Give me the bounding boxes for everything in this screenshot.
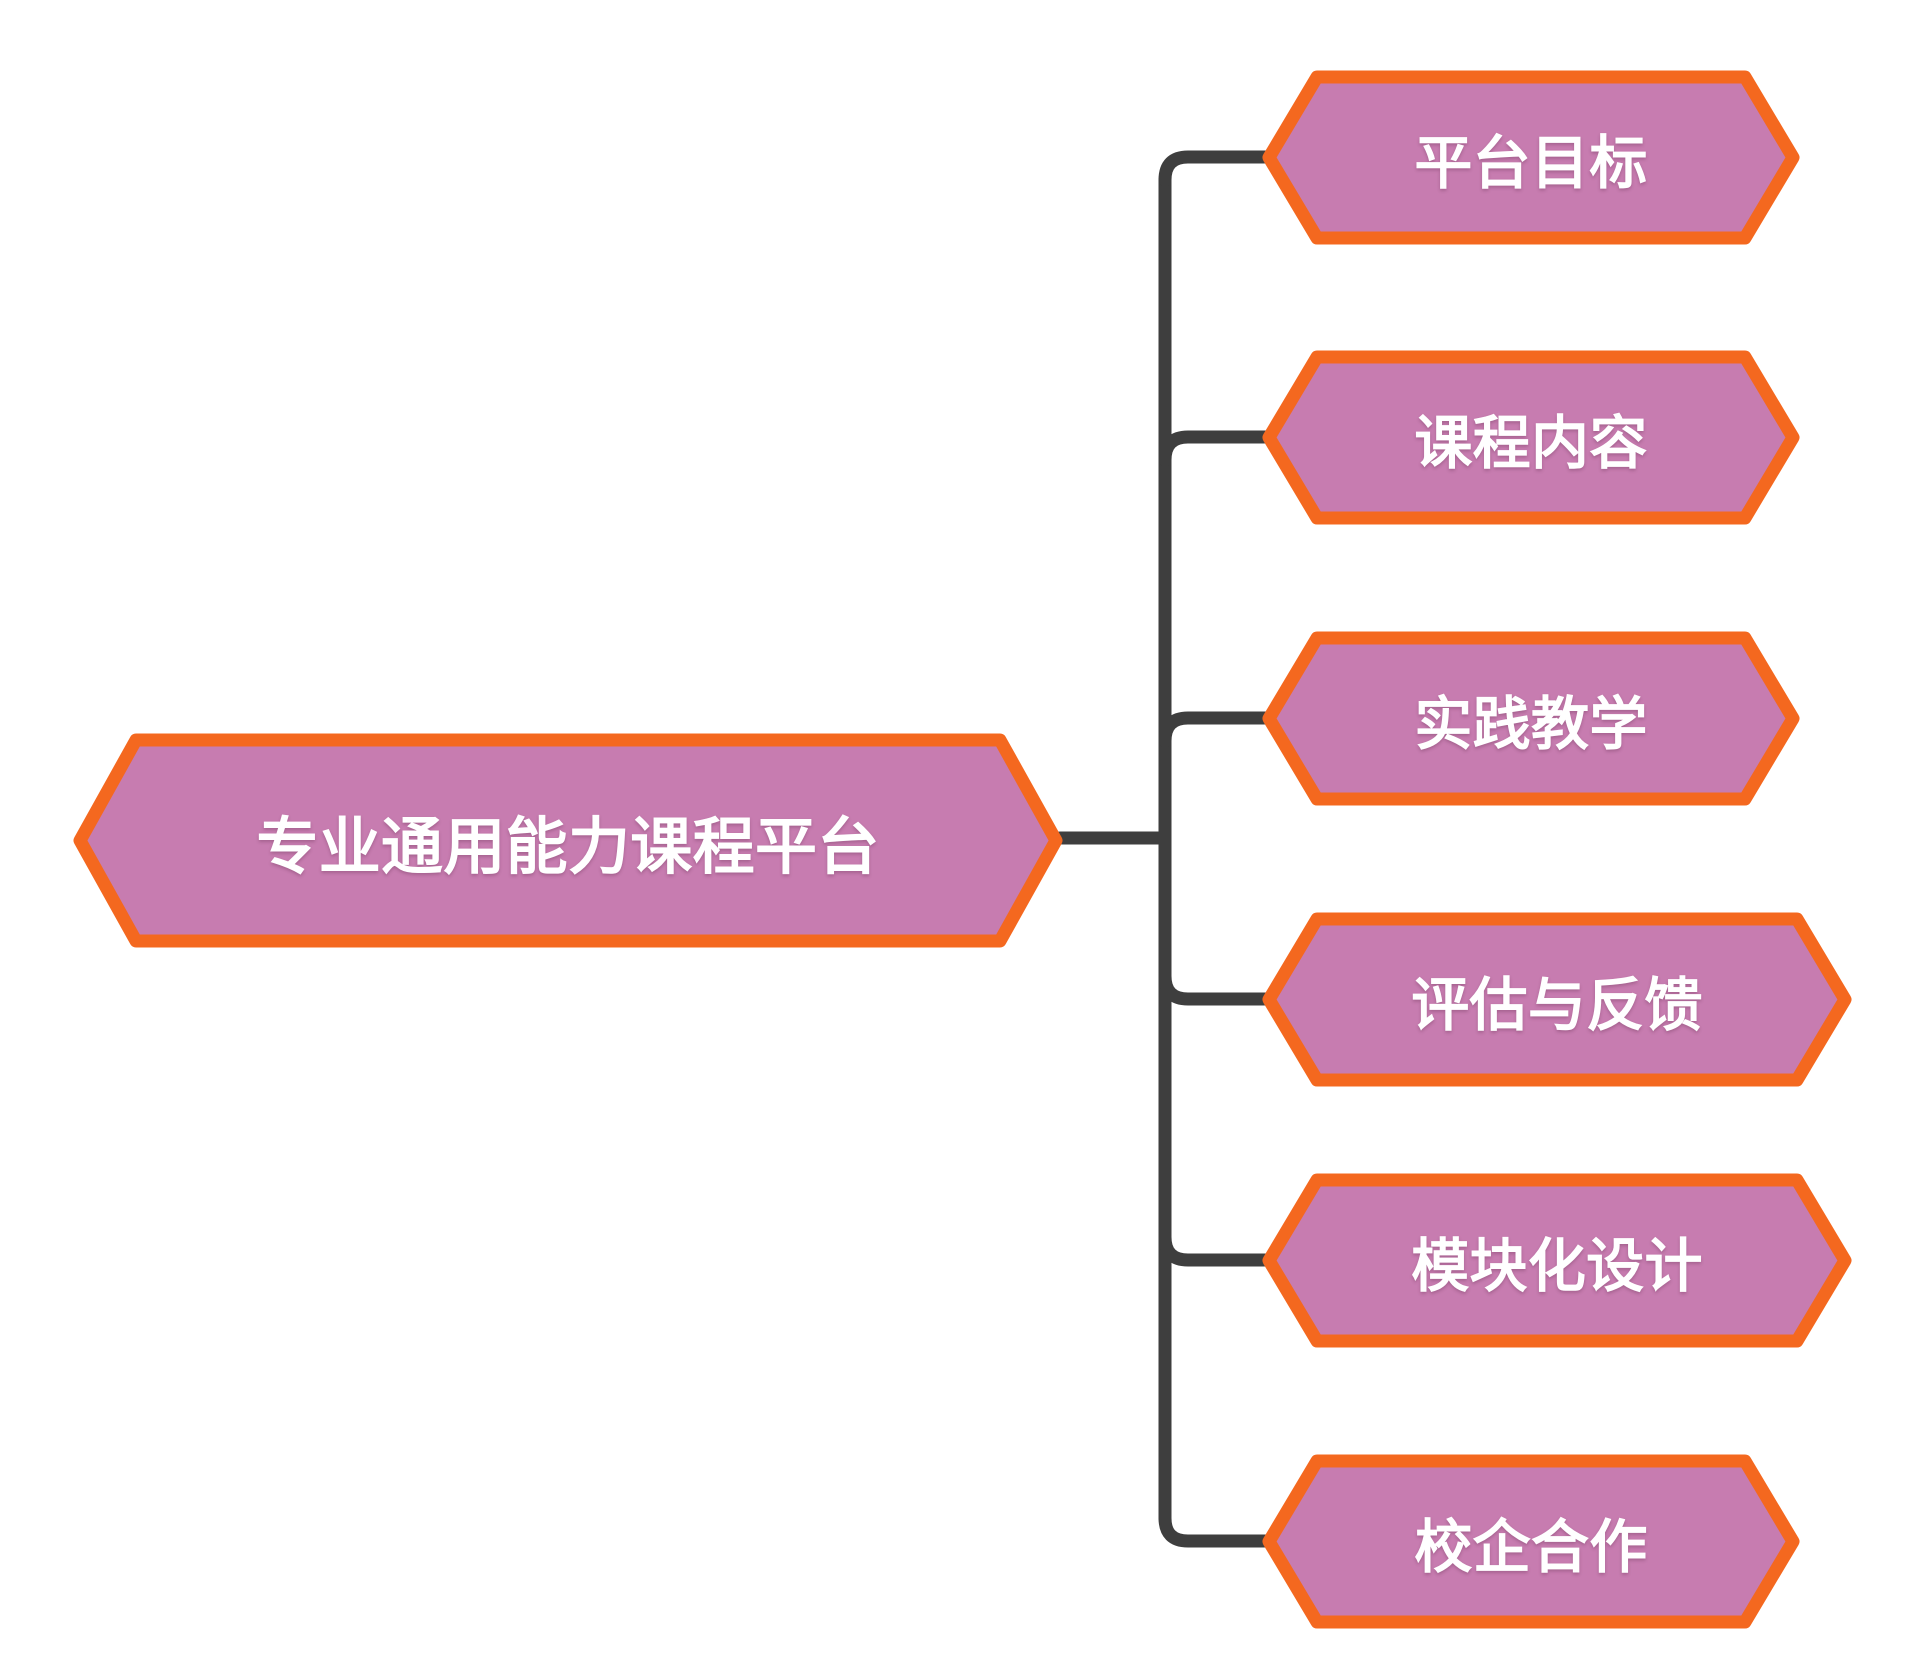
connector-branch-6 [1158, 1511, 1275, 1548]
child-node-5[interactable]: 模块化设计 [1262, 1173, 1852, 1348]
child-node-1[interactable]: 平台目标 [1262, 70, 1800, 245]
child-node-1-label: 平台目标 [1414, 130, 1648, 196]
connector-branch-1 [1158, 150, 1275, 187]
child-node-5-label: 模块化设计 [1411, 1233, 1703, 1299]
child-node-3-shape [1262, 631, 1800, 806]
child-node-5-shape [1262, 1173, 1852, 1348]
child-node-4-label: 评估与反馈 [1411, 972, 1703, 1038]
connector-branch-4 [1158, 969, 1275, 1006]
child-node-2-shape [1262, 350, 1800, 525]
child-node-6-label: 校企合作 [1414, 1514, 1648, 1580]
connector-branch-5 [1158, 1230, 1275, 1267]
root-node[interactable]: 专业通用能力课程平台 [73, 733, 1063, 948]
connector-branch-3 [1158, 711, 1275, 748]
child-node-6[interactable]: 校企合作 [1262, 1454, 1800, 1629]
child-node-2[interactable]: 课程内容 [1262, 350, 1800, 525]
child-node-2-label: 课程内容 [1414, 410, 1648, 476]
child-node-4-shape [1262, 912, 1852, 1087]
child-node-4[interactable]: 评估与反馈 [1262, 912, 1852, 1087]
child-node-3[interactable]: 实践教学 [1262, 631, 1800, 806]
root-node-label: 专业通用能力课程平台 [256, 812, 880, 882]
child-node-3-label: 实践教学 [1414, 691, 1648, 757]
child-node-6-shape [1262, 1454, 1800, 1629]
connector-branch-2 [1158, 430, 1275, 467]
root-node-shape [73, 733, 1063, 948]
child-node-1-shape [1262, 70, 1800, 245]
